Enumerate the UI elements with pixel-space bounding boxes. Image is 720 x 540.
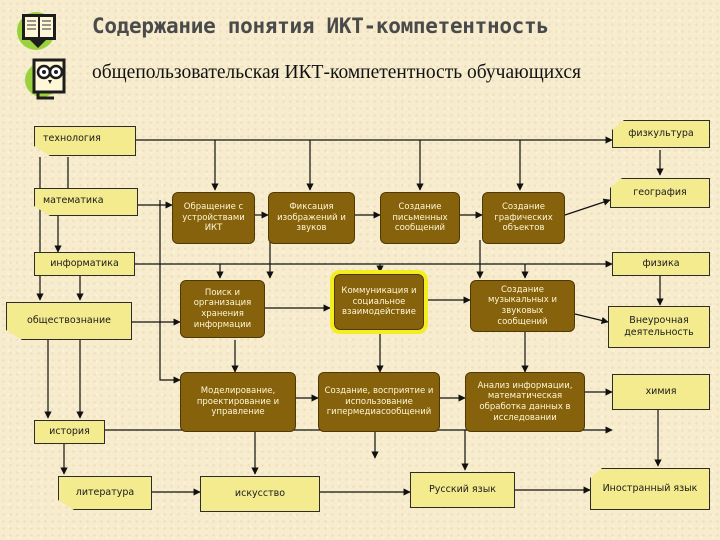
owl-icon [24,54,70,104]
competence-hypermedia: Создание, восприятие и использование гип… [318,372,440,432]
subject-foreign-language: Иностранный язык [590,468,710,510]
competence-written: Создание письменных сообщений [380,192,460,244]
subject-literature: литература [58,476,152,510]
competence-modeling: Моделирование, проектирование и управлен… [180,372,296,432]
subject-physical-education: физкультура [612,120,710,148]
subject-informatics: информатика [34,252,135,276]
subject-social-studies: обществознание [6,302,132,340]
competence-analysis: Анализ информации, математическая обрабо… [465,372,585,432]
subject-art: искусство [200,476,320,512]
subject-chemistry: химия [612,374,710,410]
subject-geography: география [610,178,710,208]
subject-history: история [34,420,105,444]
subject-physics: физика [612,252,710,276]
competence-search: Поиск и организация хранения информации [180,280,265,338]
competence-fixation: Фиксация изображений и звуков [268,192,355,244]
competence-graphic: Создание графических объектов [482,192,565,244]
page-subtitle: общепользовательская ИКТ-компетентность … [92,62,581,83]
competence-music: Создание музыкальных и звуковых сообщени… [470,280,575,332]
subject-technology: технология [34,126,136,156]
competence-devices: Обращение с устройствами ИКТ [172,192,255,244]
book-icon [16,6,64,56]
subject-extracurricular: Внеурочная деятельность [608,306,710,348]
subject-russian: Русский язык [410,472,515,508]
page-title: Содержание понятия ИКТ-компетентность [92,14,549,38]
competence-communication: Коммуникация и социальное взаимодействие [330,270,428,334]
subject-math: математика [34,188,138,216]
